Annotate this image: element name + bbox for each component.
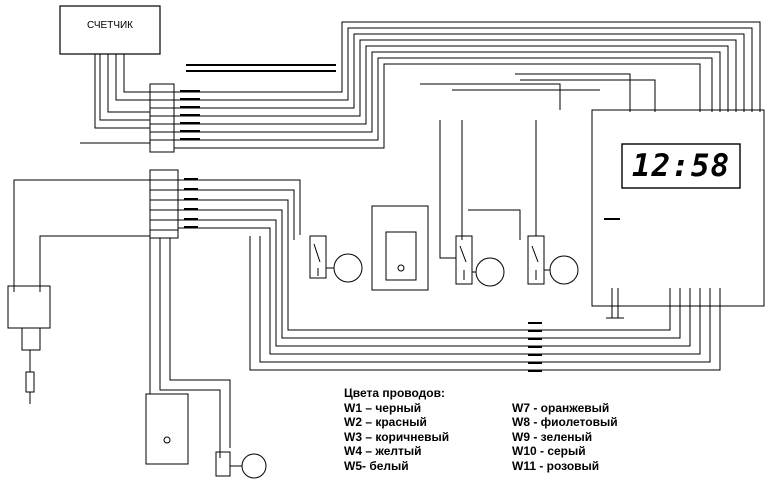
meter-box [59, 5, 161, 55]
clock-display [621, 143, 741, 189]
motor-1 [333, 253, 363, 283]
relay-1 [309, 235, 327, 279]
legend-item: W5- белый [344, 458, 409, 473]
relay-2 [455, 235, 473, 285]
relay-4 [215, 451, 231, 477]
legend-item: W3 – коричневый [344, 429, 450, 444]
legend-item: W4 – желтый [344, 444, 422, 458]
pump-unit [7, 285, 51, 329]
controller-box [591, 109, 765, 307]
legend-item: W11 - розовый [512, 458, 600, 473]
legend-item: W2 – красный [344, 415, 427, 429]
legend-row: W5- белый W11 - розовый [344, 459, 618, 474]
terminal-block-2 [149, 169, 179, 239]
legend-item: W9 - зеленый [512, 429, 593, 444]
wire-color-legend: Цвета проводов: W1 – черный W7 - оранжев… [344, 386, 618, 473]
legend-item: W1 – черный [344, 400, 422, 415]
legend-row: W1 – черный W7 - оранжевый [344, 401, 618, 416]
meter-label: СЧЕТЧИК [86, 20, 133, 31]
relay-3 [527, 235, 545, 285]
terminal-block-1 [149, 83, 175, 153]
motor-4 [241, 453, 267, 479]
boiler [145, 393, 189, 465]
legend-row: W3 – коричневый W9 - зеленый [344, 430, 618, 445]
legend-item: W8 - фиолетовый [512, 415, 618, 429]
legend-item: W7 - оранжевый [512, 400, 610, 415]
clock-digits: 12:58 [631, 148, 731, 184]
legend-title: Цвета проводов: [344, 386, 446, 400]
motor-3 [549, 255, 579, 285]
tank [371, 205, 429, 291]
legend-item: W10 - серый [512, 444, 586, 458]
legend-row: W2 – красный W8 - фиолетовый [344, 415, 618, 430]
legend-row: W4 – желтый W10 - серый [344, 444, 618, 459]
motor-2 [475, 257, 505, 287]
